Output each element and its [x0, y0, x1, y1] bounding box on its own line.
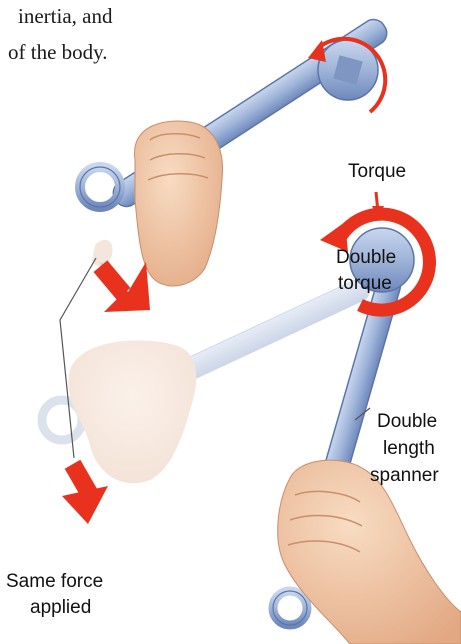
label-double-length-1: Double — [377, 410, 437, 434]
label-double-length-2: length — [383, 437, 435, 461]
label-double-length-3: spanner — [370, 464, 439, 488]
label-same-force-2: applied — [30, 596, 91, 620]
label-double-torque-1: Double — [336, 246, 396, 270]
top-spanner-icon — [80, 15, 391, 211]
force-arrow-top-icon — [94, 260, 150, 312]
label-same-force-1: Same force — [6, 570, 103, 594]
top-hand-icon — [135, 121, 223, 286]
force-arrow-bottom-icon — [62, 460, 108, 524]
label-double-torque-2: torque — [338, 272, 392, 296]
label-torque: Torque — [348, 160, 406, 184]
